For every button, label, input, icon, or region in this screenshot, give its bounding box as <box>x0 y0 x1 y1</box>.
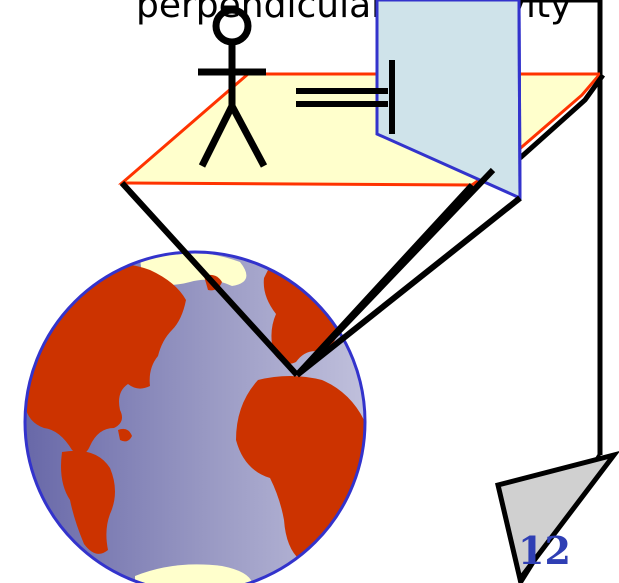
landmass-south-america <box>61 450 115 554</box>
stick-figure-icon <box>198 6 268 168</box>
projection-lines <box>119 167 522 378</box>
landmass-africa <box>236 376 365 560</box>
landmass-europe <box>263 262 340 364</box>
north-ice-cap <box>140 252 247 286</box>
page-outline <box>495 0 619 583</box>
earth-globe-icon <box>23 250 367 583</box>
folded-corner <box>495 451 619 583</box>
page-number: 12 <box>518 528 571 573</box>
south-ice-cap <box>135 564 253 583</box>
landmass-caribbean <box>118 428 132 442</box>
parallel-symbol-icon <box>296 60 395 134</box>
